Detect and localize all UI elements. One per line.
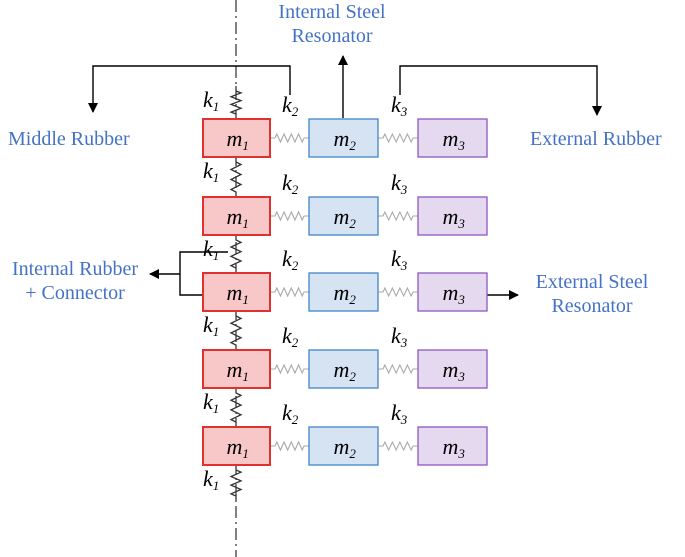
m1-label-2: m1 [227,204,249,231]
k1-spring-5 [229,388,243,427]
m3-mass-2 [417,196,488,236]
m2-label-2: m2 [334,204,357,231]
k2-spring-2 [270,210,309,222]
m1-label-3: m1 [227,280,249,307]
m3-mass-1 [417,118,488,158]
m1-label-5: m1 [227,434,249,461]
m2-mass-2 [308,196,379,236]
k1-label-6: k1 [203,466,219,493]
k3-label-1: k3 [391,92,408,119]
k1-spring-6 [229,465,243,501]
k1-label-4: k1 [203,312,219,339]
k3-label-4: k3 [391,323,408,350]
spring-labels-layer: k1 k1 k1 k1 k1 k1 k2 k3 k2 k3 k2 k3 k2 k3 k2 k3 [203,87,408,493]
k1-label-1: k1 [203,87,219,114]
m2-label-5: m2 [334,434,357,461]
m3-label-5: m3 [443,434,466,461]
k1-spring-3 [229,235,243,273]
external-steel-resonator-line2: Resonator [551,295,633,317]
m1-mass-1 [202,118,271,158]
k3-spring-3 [378,286,418,298]
k2-spring-1 [270,132,309,144]
k3-spring-1 [378,132,418,144]
internal-rubber-line2: + Connector [25,282,125,304]
internal-steel-resonator-label: Internal Steel Resonator [262,0,402,48]
k3-spring-2 [378,210,418,222]
k2-label-2: k2 [282,170,299,197]
middle-rubber-arrow [88,65,291,113]
k2-label-5: k2 [282,400,299,427]
k2-label-4: k2 [282,323,299,350]
k3-spring-4 [378,363,418,375]
m2-mass-3 [308,272,379,312]
m1-mass-3 [202,272,271,312]
m3-label-3: m3 [443,280,466,307]
k3-spring-5 [378,440,418,452]
k1-label-5: k1 [203,389,219,416]
m3-label-1: m3 [443,126,466,153]
m3-label-2: m3 [443,204,466,231]
m2-mass-5 [308,426,379,466]
internal-rubber-line1: Internal Rubber [11,258,139,280]
m1-mass-5 [202,426,271,466]
k1-label-2: k1 [203,158,219,185]
k1-spring-1 [229,86,243,119]
k1-spring-4 [229,311,243,350]
external-rubber-label: External Rubber [530,128,662,150]
m3-label-4: m3 [443,357,466,384]
k1-label-3: k1 [203,236,219,263]
m3-mass-3 [417,272,488,312]
m2-label-3: m2 [334,280,357,307]
m1-label-1: m1 [227,126,249,153]
m2-label-1: m2 [334,126,357,153]
k3-label-2: k3 [391,170,408,197]
k2-label-1: k2 [282,92,299,119]
external-rubber-arrow [399,65,602,116]
m1-mass-2 [202,196,271,236]
k2-label-3: k2 [282,246,299,273]
m1-mass-4 [202,349,271,389]
m2-mass-4 [308,349,379,389]
internal-rubber-connector-label: Internal Rubber + Connector [0,257,150,305]
middle-rubber-label: Middle Rubber [8,128,130,150]
masses-layer: m1 m2 m3 m1 m2 m3 m1 m2 m3 m1 m2 m3 m1 m2 m3 [202,118,488,466]
k2-spring-3 [270,286,309,298]
internal-steel-resonator-line2: Resonator [291,25,373,47]
external-steel-resonator-label: External Steel Resonator [522,270,662,318]
internal-steel-resonator-line1: Internal Steel [278,1,386,23]
m2-mass-1 [308,118,379,158]
k2-spring-5 [270,440,309,452]
k2-spring-4 [270,363,309,375]
k1-spring-2 [229,157,243,197]
k3-label-5: k3 [391,400,408,427]
m1-label-4: m1 [227,357,249,384]
external-steel-resonator-line1: External Steel [535,271,649,293]
m3-mass-4 [417,349,488,389]
k3-label-3: k3 [391,246,408,273]
m3-mass-5 [417,426,488,466]
m2-label-4: m2 [334,357,357,384]
springs-layer [229,86,418,501]
